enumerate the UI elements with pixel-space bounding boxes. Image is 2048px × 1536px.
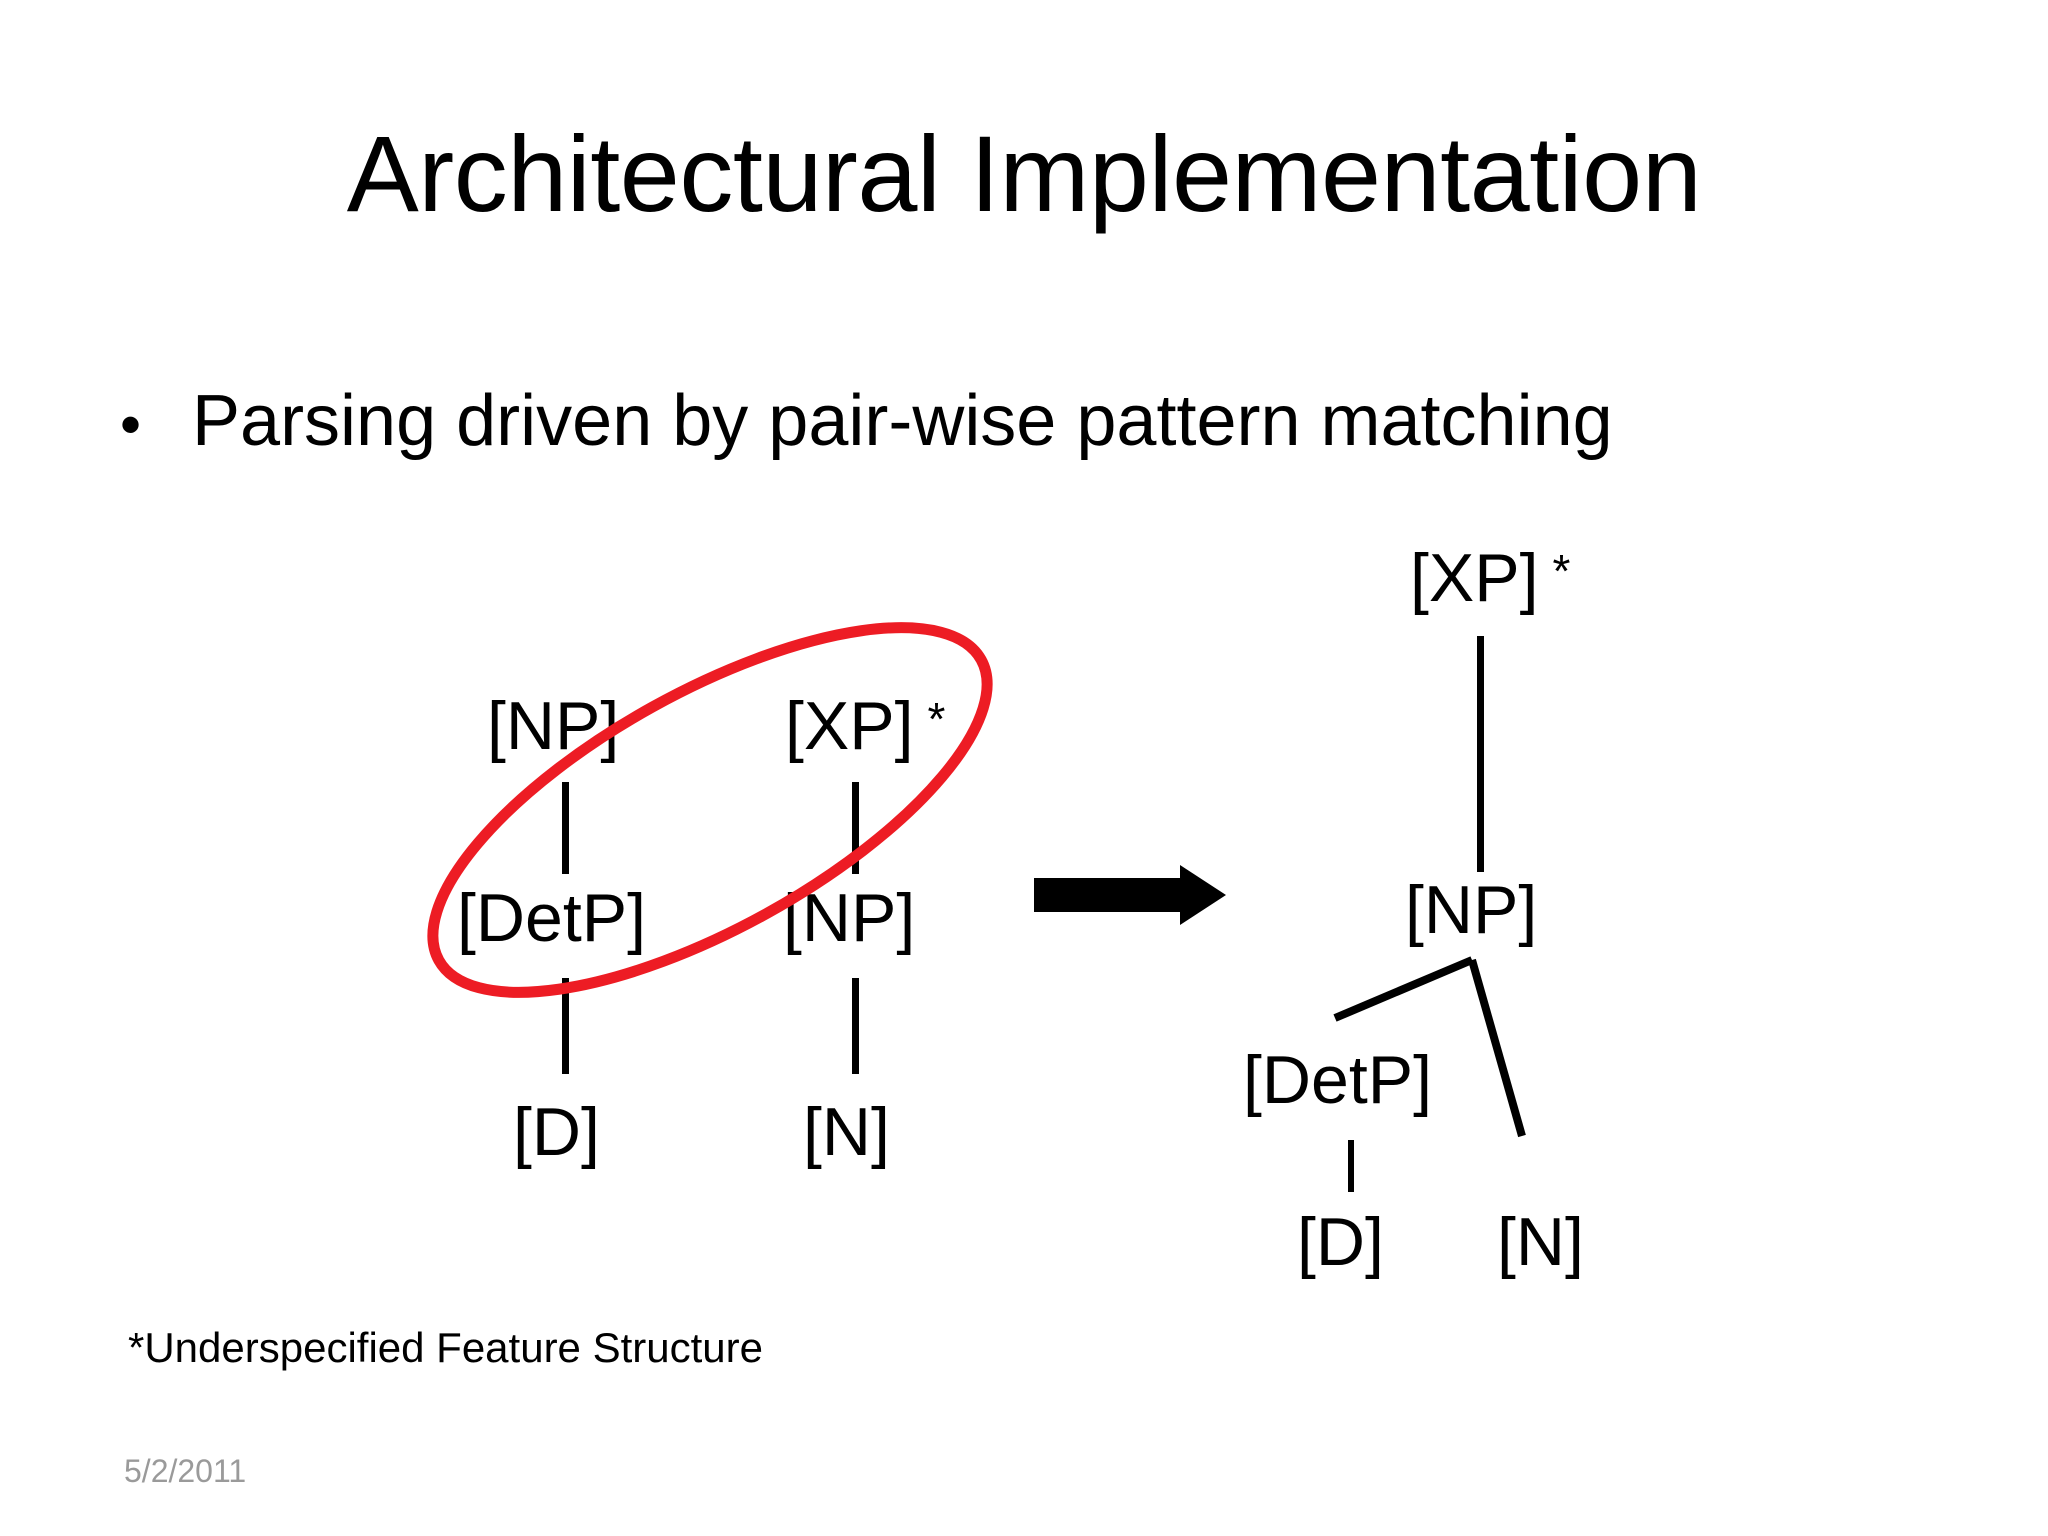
bullet-text: Parsing driven by pair-wise pattern matc… xyxy=(192,381,1613,461)
left-tree-a-edge-detp-d xyxy=(562,978,569,1074)
bullet-list-item: • Parsing driven by pair-wise pattern ma… xyxy=(120,381,1613,461)
left-tree-a-node-d: [D] xyxy=(513,1094,600,1170)
left-tree-b-edge-np-n xyxy=(852,978,859,1074)
left-tree-b-edge-xp-np xyxy=(852,782,859,874)
right-tree-edge-detp-d xyxy=(1348,1140,1354,1192)
left-tree-b-node-np: [NP] xyxy=(783,880,916,956)
left-tree-b-node-n: [N] xyxy=(803,1094,890,1170)
underspecified-star-marker: * xyxy=(927,693,946,745)
slide-date: 5/2/2011 xyxy=(124,1453,247,1489)
match-ellipse-icon xyxy=(427,622,993,998)
left-tree-b-node-xp: [XP]* xyxy=(785,692,945,760)
right-tree-edge-xp-np xyxy=(1477,636,1484,872)
bullet-point-icon: • xyxy=(120,391,142,458)
right-tree-node-detp: [DetP] xyxy=(1243,1042,1432,1118)
footnote-text: *Underspecified Feature Structure xyxy=(128,1324,763,1371)
right-tree-branch-edges xyxy=(1333,956,1526,1138)
page-title: Architectural Implementation xyxy=(346,113,1702,234)
right-tree-node-xp-label: [XP] xyxy=(1410,540,1539,616)
right-tree-node-n: [N] xyxy=(1497,1204,1584,1280)
left-tree-a-node-np: [NP] xyxy=(487,688,620,764)
transform-arrow-icon xyxy=(1034,865,1226,925)
right-tree-node-np: [NP] xyxy=(1405,872,1538,948)
underspecified-star-marker-right: * xyxy=(1552,545,1571,597)
right-tree-node-d: [D] xyxy=(1297,1204,1384,1280)
right-tree-node-xp: [XP]* xyxy=(1410,544,1570,612)
left-tree-a-node-detp: [DetP] xyxy=(457,880,646,956)
left-tree-a-edge-np-detp xyxy=(562,782,569,874)
left-tree-b-node-xp-label: [XP] xyxy=(785,688,914,764)
